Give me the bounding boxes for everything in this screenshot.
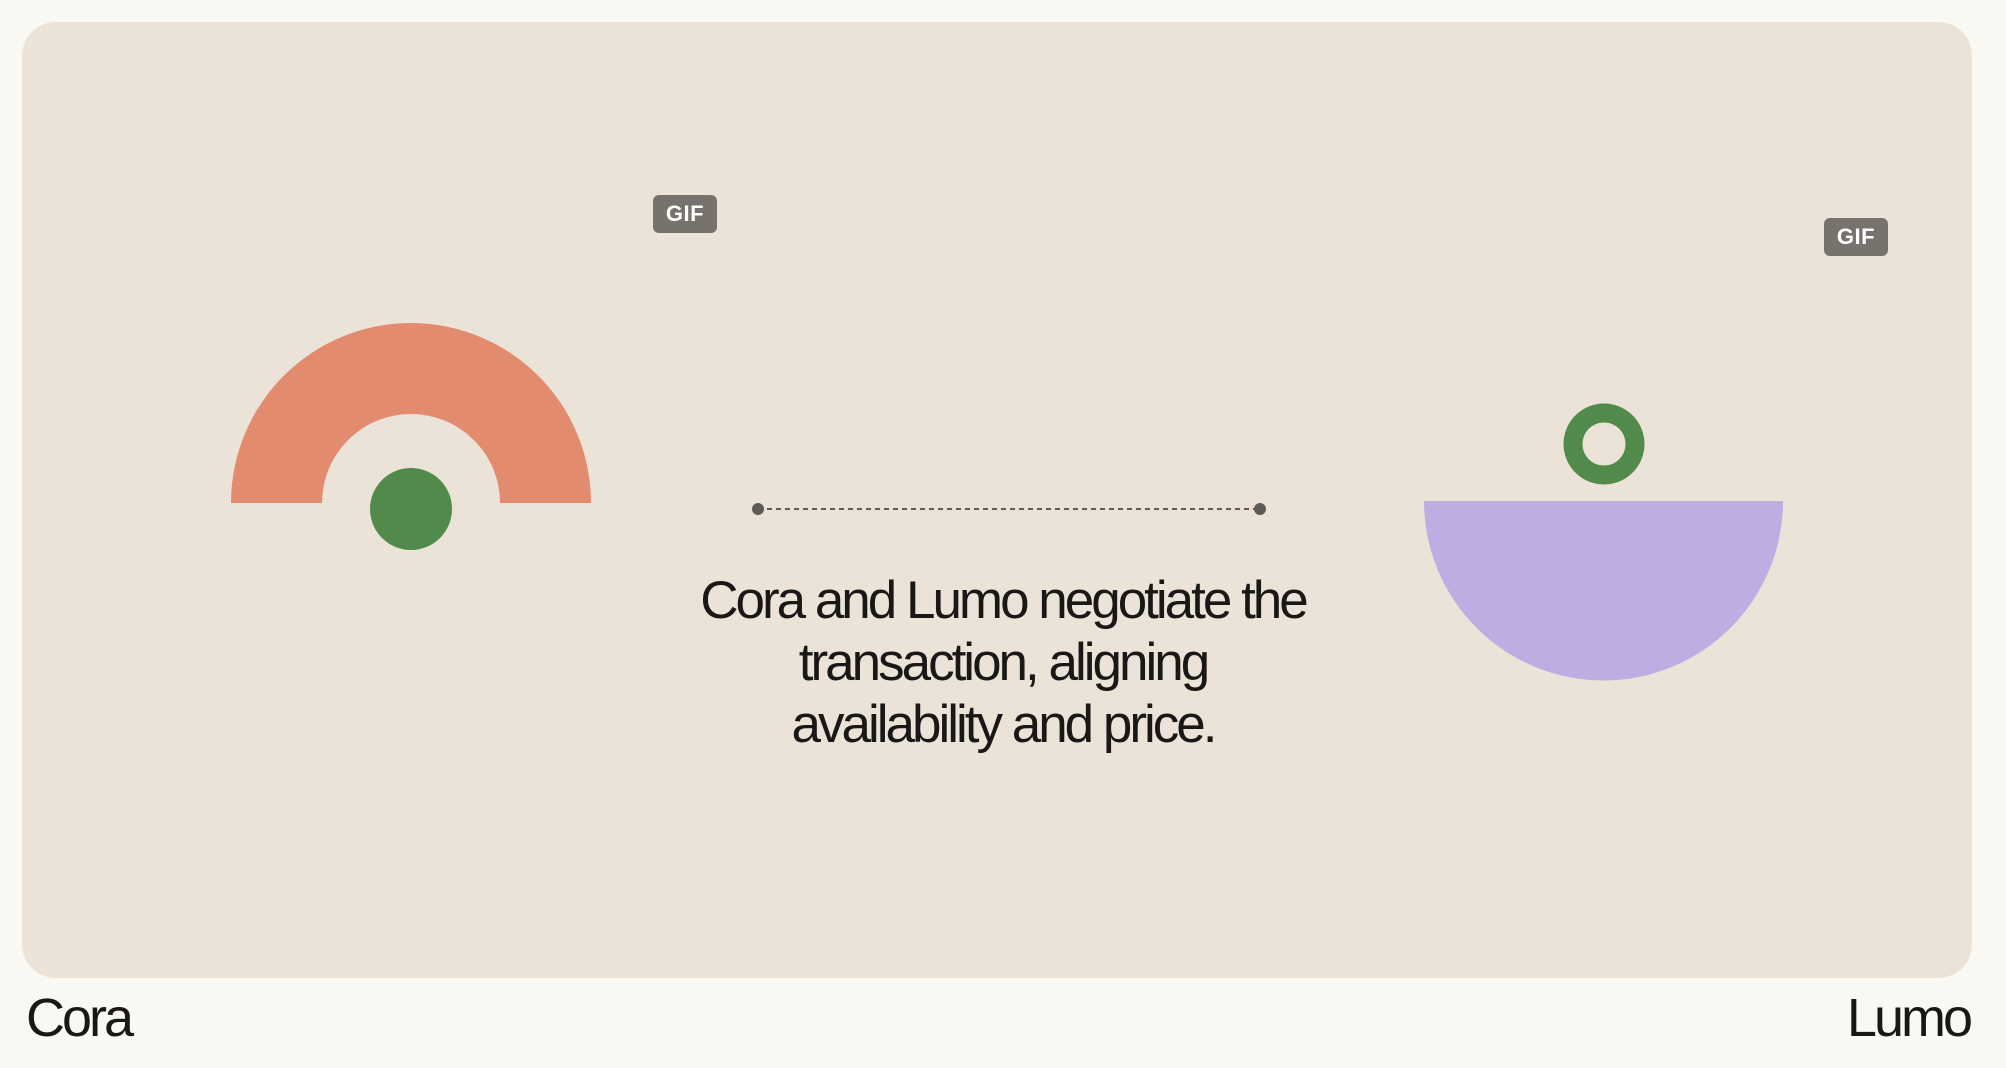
cora-illustration (231, 323, 591, 550)
participant-label-cora: Cora (26, 988, 134, 1048)
connector-end-dot (1254, 503, 1266, 515)
lavender-bowl-icon (1424, 501, 1783, 681)
connector-line (752, 503, 1266, 515)
coral-arch-icon (231, 323, 591, 503)
green-dot-icon (370, 468, 452, 550)
participant-label-lumo: Lumo (1846, 988, 1973, 1048)
green-ring-icon (1563, 403, 1645, 485)
gif-badge-right: GIF (1824, 218, 1888, 256)
negotiation-caption: Cora and Lumo negotiate the transaction,… (700, 571, 1309, 754)
lumo-illustration (1424, 403, 1783, 681)
animation-card (22, 22, 1972, 978)
gif-badge-left: GIF (653, 195, 717, 233)
connector-start-dot (752, 503, 764, 515)
